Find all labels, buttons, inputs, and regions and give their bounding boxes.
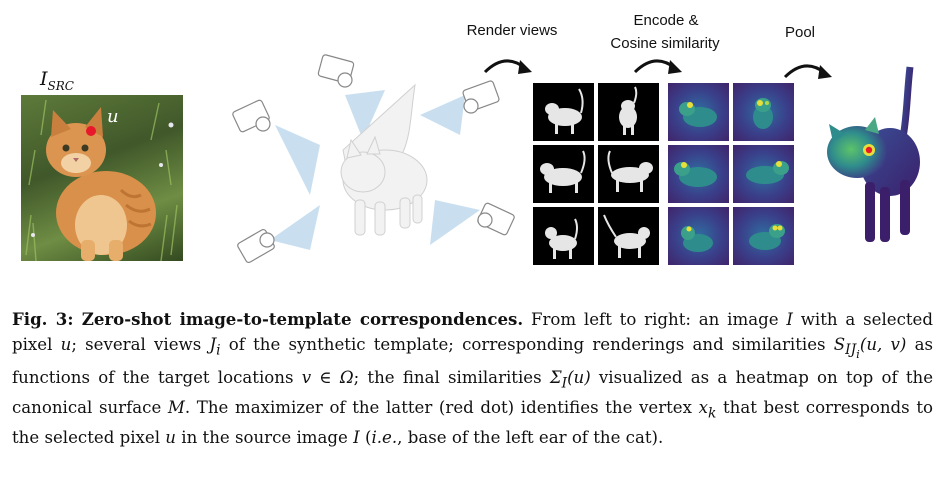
similarity-heatmap [733, 83, 794, 141]
rendered-view [598, 207, 659, 265]
source-image-label-sub: SRC [48, 79, 74, 93]
rendered-view [533, 145, 594, 203]
view-cone-bottom-left [270, 205, 320, 250]
similarity-heatmap [668, 145, 729, 203]
source-image-label-main: I [40, 68, 48, 90]
rendered-views-grid [533, 83, 659, 265]
similarity-heatmaps-grid [668, 83, 794, 265]
math-symbol: Σ [550, 368, 562, 387]
figure-caption: Fig. 3: Zero-shot image-to-template corr… [12, 307, 933, 451]
camera-icon-bottom-right [477, 202, 515, 235]
math-symbol: v [302, 368, 311, 387]
similarity-heatmap [733, 207, 794, 265]
camera-icon-right [462, 80, 500, 113]
caption-text: in the source image [176, 428, 353, 447]
rendered-view [533, 207, 594, 265]
rendered-view [533, 83, 594, 141]
math-symbol: (u) [567, 368, 591, 387]
caption-text: ; several views [71, 335, 209, 354]
arrow-render-icon [480, 50, 540, 80]
similarity-heatmap [668, 83, 729, 141]
camera-icon-bottom-left [237, 228, 276, 263]
pixel-label: u [107, 106, 119, 127]
view-cone-left [275, 125, 320, 195]
math-symbol: u [61, 335, 72, 354]
cat-photo-illustration [21, 95, 183, 261]
caption-text: of the synthetic template; corresponding… [221, 335, 834, 354]
view-cone-right [420, 95, 465, 135]
camera-icon-top [318, 54, 355, 87]
maximizer-red-dot [866, 147, 872, 153]
similarity-heatmap [733, 145, 794, 203]
math-symbol: M [168, 398, 185, 417]
figure: ISRC [0, 0, 945, 290]
arrow-encode-icon [630, 50, 690, 80]
rendered-view [598, 145, 659, 203]
pooled-heatmap-cat [815, 62, 935, 252]
caption-text: ; the final similarities [354, 368, 550, 387]
similarity-heatmap [668, 207, 729, 265]
caption-text: i.e. [371, 428, 397, 447]
rendered-view [598, 83, 659, 141]
step-label-pool: Pool [765, 24, 835, 41]
math-symbol: S [834, 335, 845, 354]
step-label-render-views: Render views [452, 22, 572, 39]
view-cone-bottom-right [430, 200, 480, 245]
math-symbol: u [165, 428, 176, 447]
caption-title: Fig. 3: Zero-shot image-to-template corr… [12, 309, 523, 329]
math-symbol: (u, v) [860, 335, 907, 354]
caption-text: From left to right: an image [523, 310, 786, 329]
source-image-label: ISRC [40, 68, 74, 93]
caption-text: , base of the left ear of the cat). [397, 428, 663, 447]
caption-text: . The maximizer of the latter (red dot) … [185, 398, 699, 417]
source-photo [21, 95, 183, 261]
math-symbol: ∈ Ω [311, 368, 354, 387]
math-symbol: x [699, 398, 708, 417]
selected-pixel-dot [86, 126, 96, 136]
step-label-encode: Encode & [606, 12, 726, 29]
math-subscript: IJ [845, 342, 856, 358]
camera-icon-left [232, 99, 270, 132]
caption-text: ( [360, 428, 372, 447]
